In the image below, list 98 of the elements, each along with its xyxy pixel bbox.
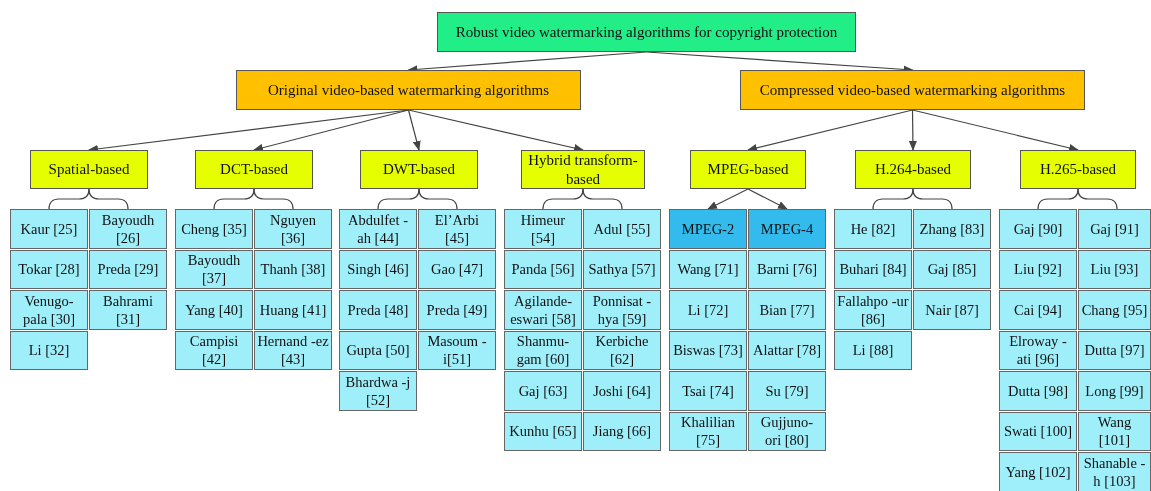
reference-cell: Joshi [64]: [583, 371, 661, 411]
reference-cell: Shanable -h [103]: [1078, 452, 1151, 491]
brace-connector: [1037, 188, 1079, 210]
reference-cell: Kaur [25]: [10, 209, 88, 249]
reference-cell: Masoum -i[51]: [418, 330, 496, 370]
reference-cell: Swati [100]: [999, 411, 1077, 451]
reference-cell: Tsai [74]: [669, 371, 747, 411]
reference-cell: Panda [56]: [504, 249, 582, 289]
reference-cell: Barni [76]: [748, 249, 826, 289]
reference-cell: Li [72]: [669, 290, 747, 330]
reference-cell: Cai [94]: [999, 290, 1077, 330]
subcategory-box: Hybrid transform-based: [521, 150, 645, 189]
reference-cell: Bayoudh [26]: [89, 209, 167, 249]
reference-cell: Chang [95]: [1078, 290, 1151, 330]
reference-cell: Buhari [84]: [834, 249, 912, 289]
reference-cell: He [82]: [834, 209, 912, 249]
reference-cell: Alattar [78]: [748, 330, 826, 370]
reference-cell: Nguyen [36]: [254, 209, 332, 249]
reference-cell: Liu [92]: [999, 249, 1077, 289]
brace-connector: [542, 188, 584, 210]
reference-cell: Shanmu- gam [60]: [504, 330, 582, 370]
root-box: Robust video watermarking algorithms for copyright protection: [437, 12, 856, 52]
brace-connector: [872, 188, 914, 210]
reference-cell: Yang [102]: [999, 452, 1077, 491]
arrow: [908, 109, 917, 151]
reference-cell: Jiang [66]: [583, 411, 661, 451]
reference-cell: Bahrami [31]: [89, 290, 167, 330]
reference-cell: Kerbiche [62]: [583, 330, 661, 370]
subcategory-box: H.265-based: [1020, 150, 1136, 189]
brace-connector: [213, 188, 255, 210]
reference-cell: Liu [93]: [1078, 249, 1151, 289]
arrow: [747, 109, 914, 152]
subcategory-box: DCT-based: [195, 150, 313, 189]
reference-cell: Dutta [98]: [999, 371, 1077, 411]
reference-cell: Gaj [85]: [913, 249, 991, 289]
reference-cell: Su [79]: [748, 371, 826, 411]
reference-cell: Gujjuno- ori [80]: [748, 411, 826, 451]
reference-cell: Yang [40]: [175, 290, 253, 330]
subcategory-box: H.264-based: [855, 150, 971, 189]
reference-cell: Venugo- pala [30]: [10, 290, 88, 330]
reference-cell: Singh [46]: [339, 249, 417, 289]
reference-cell: Zhang [83]: [913, 209, 991, 249]
reference-cell: Tokar [28]: [10, 249, 88, 289]
reference-cell: Bayoudh [37]: [175, 249, 253, 289]
reference-cell: Wang [101]: [1078, 411, 1151, 451]
reference-cell: Thanh [38]: [254, 249, 332, 289]
standard-header-cell: MPEG-4: [748, 209, 826, 249]
arrow: [253, 109, 410, 152]
brace-connector: [582, 188, 623, 210]
reference-cell: Preda [49]: [418, 290, 496, 330]
reference-cell: Hernand -ez [43]: [254, 330, 332, 370]
reference-cell: Gaj [91]: [1078, 209, 1151, 249]
brace-connector: [912, 188, 953, 210]
brace-connector: [1077, 188, 1118, 210]
brace-connector: [377, 188, 420, 210]
reference-cell: Cheng [35]: [175, 209, 253, 249]
brace-connector: [48, 188, 90, 210]
reference-cell: El’Arbi [45]: [418, 209, 496, 249]
arrow: [911, 109, 1079, 152]
reference-cell: Himeur [54]: [504, 209, 582, 249]
arrow: [707, 188, 749, 210]
brace-connector: [88, 188, 129, 210]
reference-cell: Preda [48]: [339, 290, 417, 330]
reference-cell: Dutta [97]: [1078, 330, 1151, 370]
reference-cell: Khalilian [75]: [669, 411, 747, 451]
reference-cell: Li [32]: [10, 330, 88, 370]
reference-cell: Long [99]: [1078, 371, 1151, 411]
reference-cell: Wang [71]: [669, 249, 747, 289]
reference-cell: Gaj [63]: [504, 371, 582, 411]
standard-header-cell: MPEG-2: [669, 209, 747, 249]
reference-cell: Ponnisat -hya [59]: [583, 290, 661, 330]
subcategory-box: Spatial-based: [30, 150, 148, 189]
subcategory-box: DWT-based: [360, 150, 478, 189]
reference-cell: Bhardwa -j [52]: [339, 371, 417, 411]
reference-cell: Agilande- eswari [58]: [504, 290, 582, 330]
category-box: Original video-based watermarking algorithms: [236, 70, 581, 110]
brace-connector: [253, 188, 294, 210]
reference-cell: Fallahpo -ur [86]: [834, 290, 912, 330]
reference-cell: Preda [29]: [89, 249, 167, 289]
reference-cell: Sathya [57]: [583, 249, 661, 289]
brace-connector: [418, 188, 458, 210]
reference-cell: Gao [47]: [418, 249, 496, 289]
reference-cell: Kunhu [65]: [504, 411, 582, 451]
reference-cell: Bian [77]: [748, 290, 826, 330]
reference-cell: Abdulfet -ah [44]: [339, 209, 417, 249]
reference-cell: Campisi [42]: [175, 330, 253, 370]
reference-cell: Gaj [90]: [999, 209, 1077, 249]
reference-cell: Elroway -ati [96]: [999, 330, 1077, 370]
reference-cell: Adul [55]: [583, 209, 661, 249]
reference-cell: Huang [41]: [254, 290, 332, 330]
reference-cell: Li [88]: [834, 330, 912, 370]
arrow: [407, 109, 421, 151]
reference-cell: Biswas [73]: [669, 330, 747, 370]
reference-cell: Gupta [50]: [339, 330, 417, 370]
subcategory-box: MPEG-based: [690, 150, 806, 189]
reference-cell: Nair [87]: [913, 290, 991, 330]
arrow: [747, 188, 788, 210]
category-box: Compressed video-based watermarking algorithms: [740, 70, 1085, 110]
